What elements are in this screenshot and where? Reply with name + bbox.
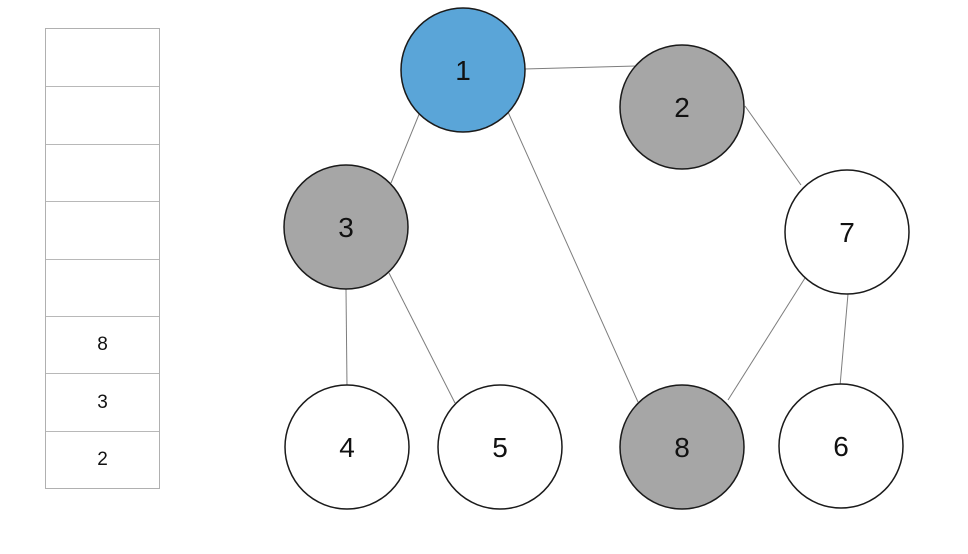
graph-node-6 — [778, 383, 904, 509]
graph-node-5 — [437, 384, 563, 510]
graph-edge-1-8 — [507, 111, 639, 403]
graph-edge-1-2 — [523, 65, 639, 70]
traversal-stack: 8 3 2 — [45, 28, 160, 490]
graph-node-label-2: 2 — [674, 92, 690, 123]
graph-node-label-5: 5 — [492, 432, 508, 463]
stack-cell: 8 — [46, 315, 159, 373]
graph-node-label-7: 7 — [839, 217, 855, 248]
graph-node-label-8: 8 — [674, 432, 690, 463]
graph-node-2 — [619, 44, 745, 170]
stack-cell — [46, 86, 159, 143]
stack-cell — [46, 201, 159, 258]
stack-cell — [46, 143, 159, 201]
graph-node-label-1: 1 — [455, 55, 471, 86]
graph-node-4 — [284, 384, 410, 510]
graph-node-8 — [619, 384, 745, 510]
graph-node-3 — [283, 164, 409, 290]
graph-node-label-4: 4 — [339, 432, 355, 463]
graph-nodes: 1 2 3 4 5 6 7 8 — [283, 7, 910, 510]
graph-node-label-3: 3 — [338, 212, 354, 243]
graph-edge-7-6 — [839, 293, 849, 387]
graph-edge-3-4 — [345, 288, 348, 388]
graph-edges — [345, 65, 849, 404]
graph-edge-7-8 — [727, 277, 806, 401]
stack-cell — [46, 258, 159, 316]
graph-node-1 — [400, 7, 526, 133]
graph-edge-2-7 — [744, 105, 802, 186]
graph-edge-1-3 — [390, 111, 421, 184]
stack-cell: 2 — [46, 430, 159, 488]
graph-node-7 — [784, 169, 910, 295]
stack-cell: 3 — [46, 373, 159, 430]
graph-edge-3-5 — [388, 272, 456, 404]
graph-node-label-6: 6 — [833, 431, 849, 462]
